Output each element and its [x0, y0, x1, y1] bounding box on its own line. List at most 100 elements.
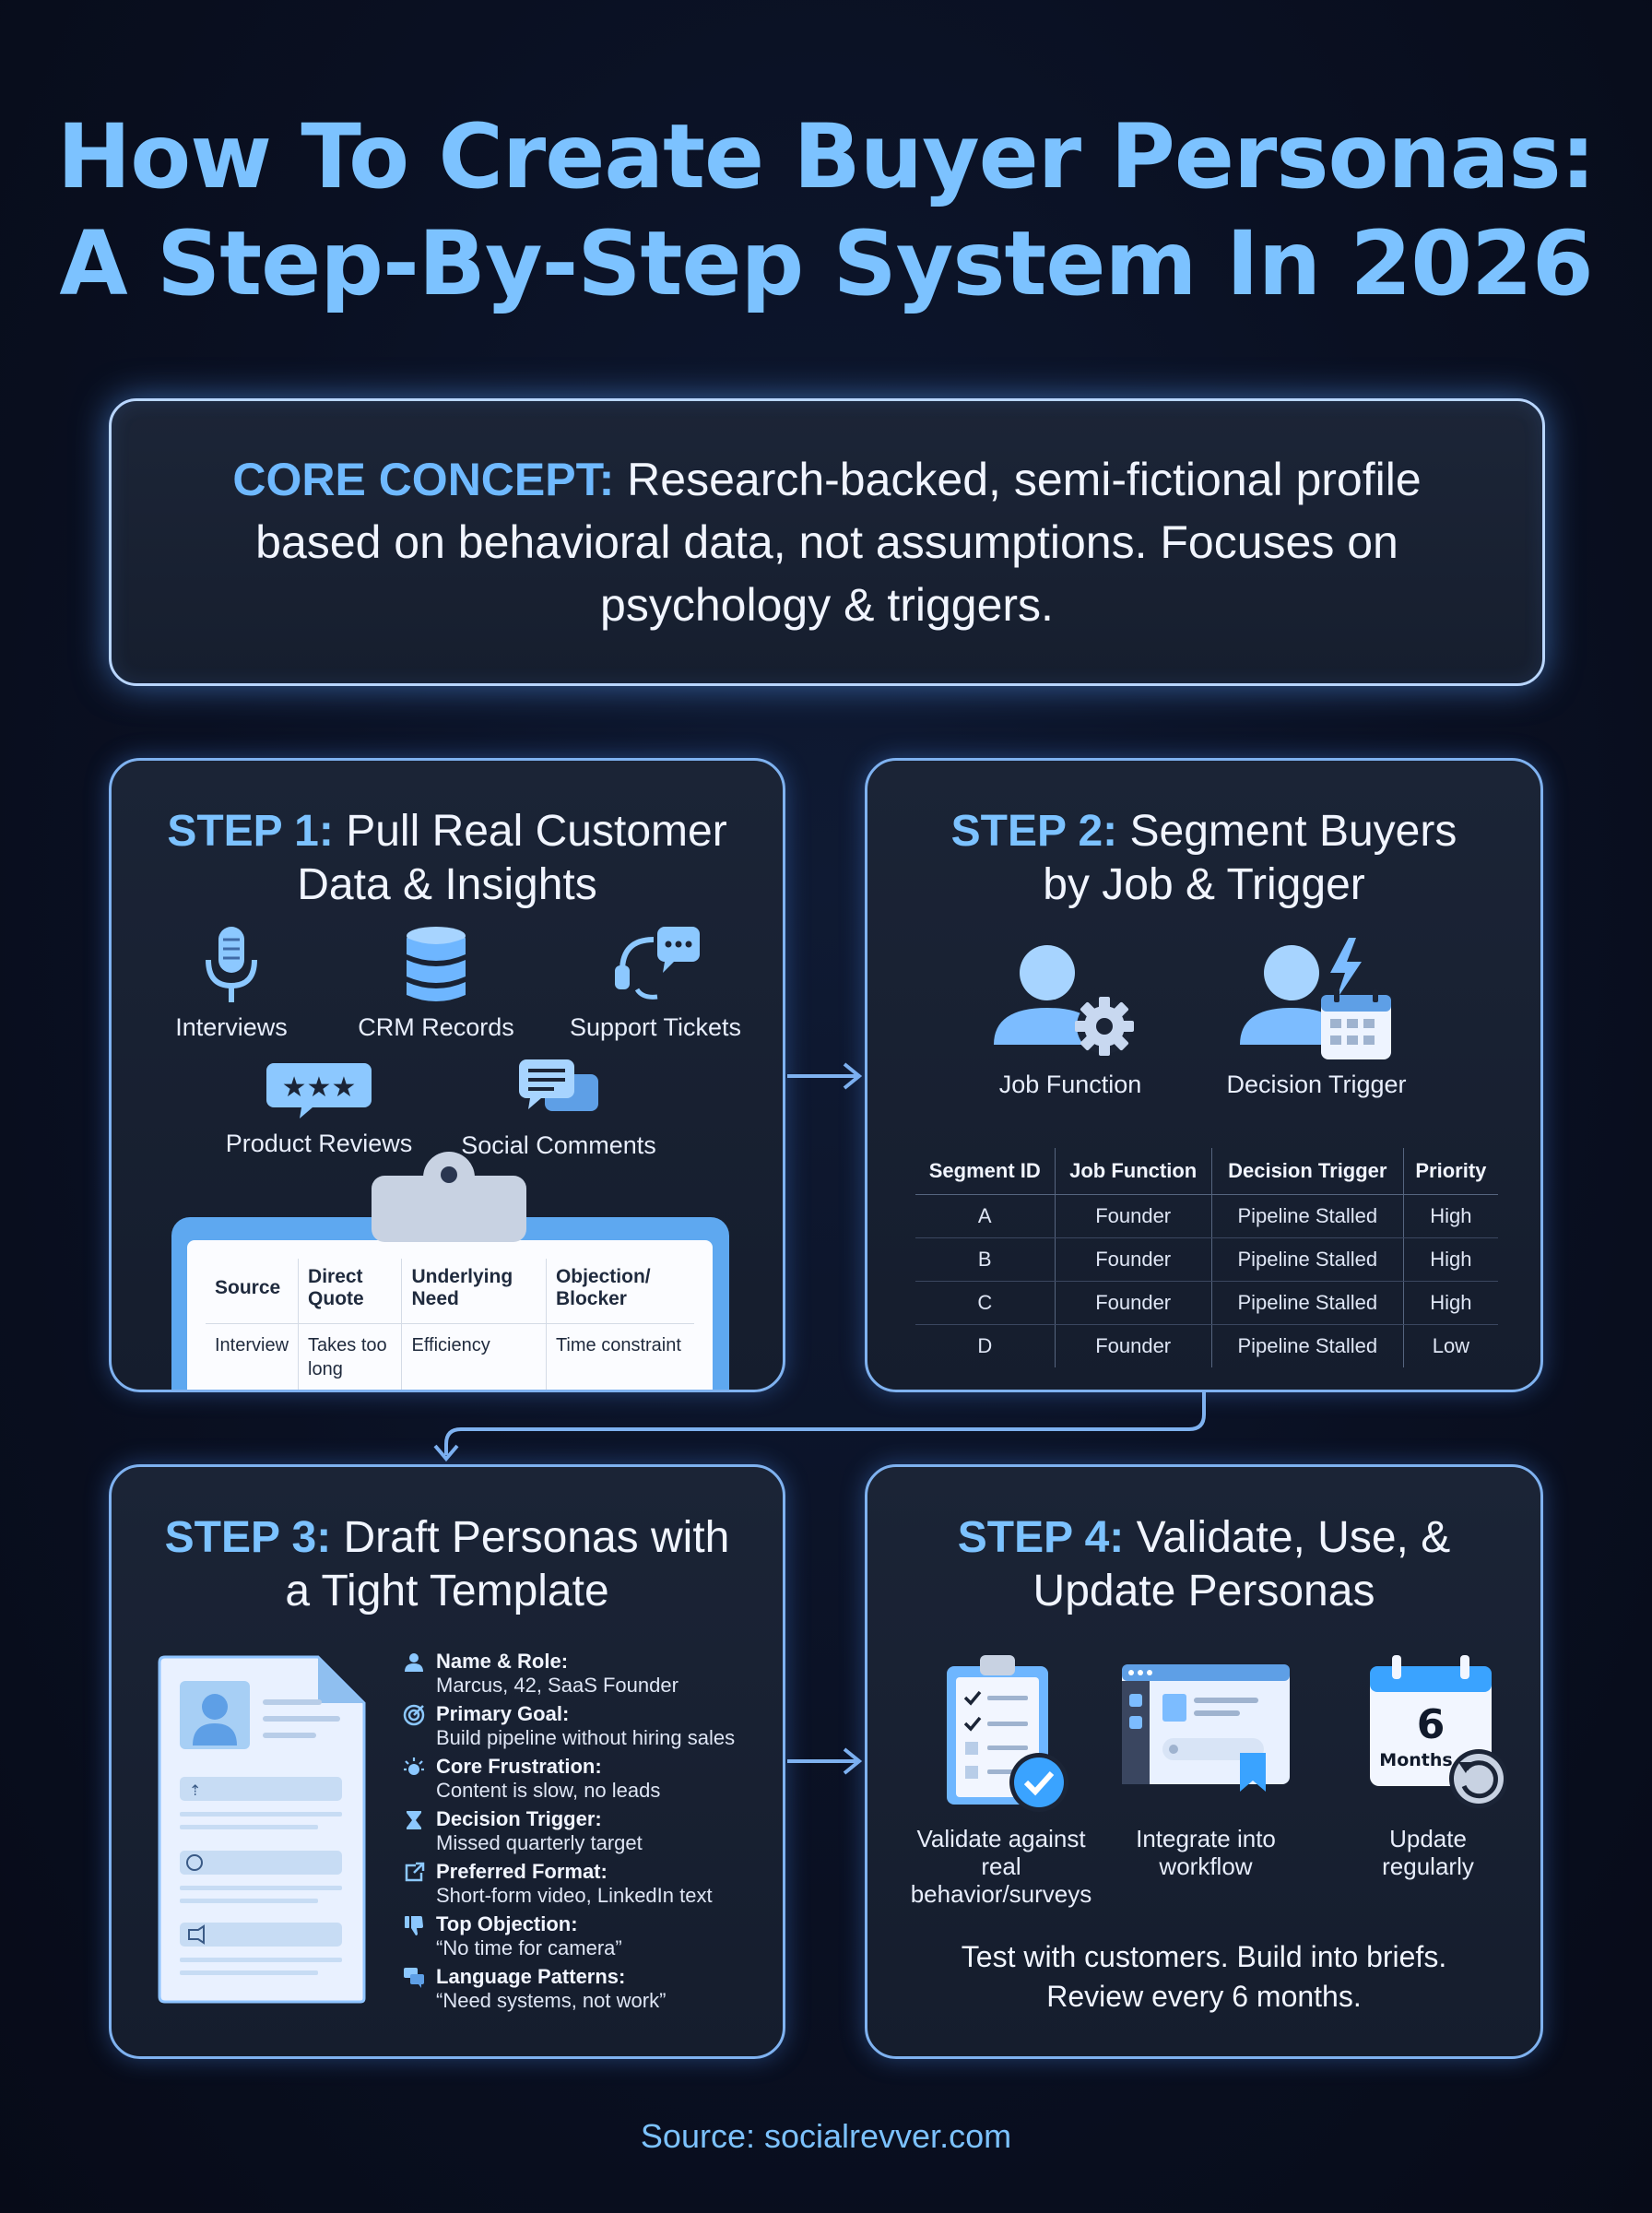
- field-value: Short-form video, LinkedIn text: [436, 1884, 713, 1907]
- step-4-title-line2: Update Personas: [1032, 1567, 1375, 1615]
- segment-header: Decision Trigger: [1210, 1148, 1404, 1195]
- source-label: Social Comments: [461, 1131, 656, 1159]
- field-value: “No time for camera”: [436, 1936, 622, 1959]
- segment-cell: High: [1402, 1194, 1498, 1238]
- step-1-title-line2: Data & Insights: [297, 860, 597, 909]
- thumbs-down-icon: [405, 1916, 423, 1935]
- core-concept-text: CORE CONCEPT: Research-backed, semi-fict…: [167, 448, 1487, 636]
- calendar-refresh-icon: 6 Months: [1370, 1655, 1506, 1808]
- step-2-prefix: STEP 2:: [950, 807, 1118, 856]
- hourglass-icon: [407, 1811, 421, 1829]
- segment-cell: Pipeline Stalled: [1210, 1281, 1404, 1325]
- step-4-prefix: STEP 4:: [957, 1513, 1125, 1562]
- field-name-role: Name & Role: Marcus, 42, SaaS Founder: [403, 1650, 772, 1702]
- table-row: Interview Takes too long Efficiency Time…: [206, 1323, 694, 1390]
- field-core-frustration: Core Frustration: Content is slow, no le…: [403, 1755, 772, 1807]
- segment-table: Segment ID Job Function Decision Trigger…: [915, 1148, 1498, 1367]
- field-top-objection: Top Objection: “No time for camera”: [403, 1912, 772, 1965]
- segment-cell: A: [915, 1194, 1056, 1238]
- field-value: Build pipeline without hiring sales: [436, 1726, 736, 1749]
- step-2-title-line1: Segment Buyers: [1129, 807, 1457, 856]
- segment-cell: Pipeline Stalled: [1210, 1194, 1404, 1238]
- research-cell: Interview: [215, 1335, 289, 1355]
- field-label: Language Patterns:: [436, 1965, 626, 1988]
- database-icon: [407, 927, 466, 1001]
- target-icon: [403, 1704, 425, 1726]
- field-decision-trigger: Decision Trigger: Missed quarterly targe…: [403, 1807, 772, 1860]
- step-1-title: STEP 1: Pull Real Customer Data & Insigh…: [112, 805, 783, 912]
- research-header: Underlying Need: [401, 1259, 547, 1324]
- segment-cell: Founder: [1054, 1237, 1212, 1282]
- field-language-patterns: Language Patterns: “Need systems, not wo…: [403, 1965, 772, 2018]
- segment-cell: Founder: [1054, 1194, 1212, 1238]
- arrow-step2-to-step3: [433, 1392, 1206, 1462]
- step-1-title-line1: Pull Real Customer: [346, 807, 727, 856]
- step-4-summary: Test with customers. Build into briefs. …: [867, 1937, 1540, 2017]
- source-label: Support Tickets: [569, 1013, 742, 1041]
- segment-cell: High: [1402, 1237, 1498, 1282]
- decision-trigger-item: Decision Trigger: [1210, 936, 1422, 1099]
- field-label: Decision Trigger:: [436, 1807, 602, 1830]
- segment-header: Segment ID: [915, 1148, 1056, 1195]
- arrow-step3-to-step4: [787, 1747, 863, 1775]
- step-3-title: STEP 3: Draft Personas with a Tight Temp…: [112, 1511, 783, 1618]
- step-2-card: STEP 2: Segment Buyers by Job & Trigger: [865, 758, 1543, 1392]
- decision-trigger-label: Decision Trigger: [1226, 1071, 1407, 1098]
- job-function-label: Job Function: [998, 1071, 1142, 1098]
- step-2-title-line2: by Job & Trigger: [1043, 860, 1365, 909]
- step-3-title-line2: a Tight Template: [285, 1567, 609, 1615]
- arrow-step1-to-step2: [787, 1062, 863, 1090]
- field-value: Missed quarterly target: [436, 1831, 643, 1854]
- segment-cell: Pipeline Stalled: [1210, 1324, 1404, 1367]
- research-cell: Efficiency: [401, 1323, 547, 1390]
- source-label: Product Reviews: [225, 1130, 413, 1157]
- calendar-unit: Months: [1379, 1750, 1452, 1770]
- research-header: Source: [206, 1259, 299, 1324]
- source-credit: Source: socialrevver.com: [640, 2117, 1012, 2155]
- persona-template-fields: Name & Role: Marcus, 42, SaaS Founder Pr…: [403, 1650, 772, 2018]
- svg-text:⇡: ⇡: [189, 1781, 201, 1799]
- star-review-icon: ★★★: [266, 1063, 372, 1118]
- research-header: Objection/ Blocker: [545, 1259, 694, 1324]
- source-interviews: Interviews: [148, 925, 314, 1042]
- headset-icon: [615, 927, 700, 1000]
- persona-document-icon: ⇡: [158, 1655, 366, 2004]
- svg-text:★★★: ★★★: [282, 1071, 357, 1104]
- field-value: Content is slow, no leads: [436, 1779, 661, 1802]
- person-icon: [405, 1653, 423, 1672]
- step-1-prefix: STEP 1:: [167, 807, 334, 856]
- source-social-comments: Social Comments: [453, 1058, 665, 1160]
- step-4-title-line1: Validate, Use, &: [1136, 1513, 1451, 1562]
- research-cell: Time constraint: [545, 1323, 694, 1390]
- source-product-reviews: ★★★ Product Reviews: [213, 1061, 425, 1158]
- table-row: A Founder Pipeline Stalled High: [915, 1194, 1498, 1238]
- job-function-item: Job Function: [969, 941, 1172, 1099]
- source-crm-records: CRM Records: [353, 925, 519, 1042]
- step-4-card: STEP 4: Validate, Use, & Update Personas…: [865, 1464, 1543, 2059]
- page-title: How To Create Buyer Personas: A Step-By-…: [0, 103, 1652, 317]
- step-3-title-line1: Draft Personas with: [343, 1513, 730, 1562]
- share-icon: [405, 1862, 425, 1882]
- research-cell: Takes too long: [298, 1323, 402, 1390]
- segment-cell: Founder: [1054, 1324, 1212, 1367]
- table-row: C Founder Pipeline Stalled High: [915, 1281, 1498, 1325]
- research-table: Source Direct Quote Underlying Need Obje…: [206, 1259, 694, 1390]
- field-label: Name & Role:: [436, 1650, 569, 1673]
- field-label: Top Objection:: [436, 1912, 578, 1935]
- chat-icon: [404, 1968, 424, 1988]
- segment-cell: B: [915, 1237, 1056, 1282]
- clipboard-ring: [423, 1152, 475, 1203]
- segment-cell: Pipeline Stalled: [1210, 1237, 1404, 1282]
- field-value: Marcus, 42, SaaS Founder: [436, 1674, 678, 1697]
- summary-line-2: Review every 6 months.: [1046, 1980, 1362, 2013]
- person-calendar-lightning-icon: [1240, 938, 1391, 1059]
- segment-cell: Low: [1402, 1324, 1498, 1367]
- source-label: Interviews: [175, 1013, 288, 1041]
- title-line-2: A Step-By-Step System In 2026: [59, 212, 1593, 315]
- checklist-icon: [947, 1655, 1068, 1812]
